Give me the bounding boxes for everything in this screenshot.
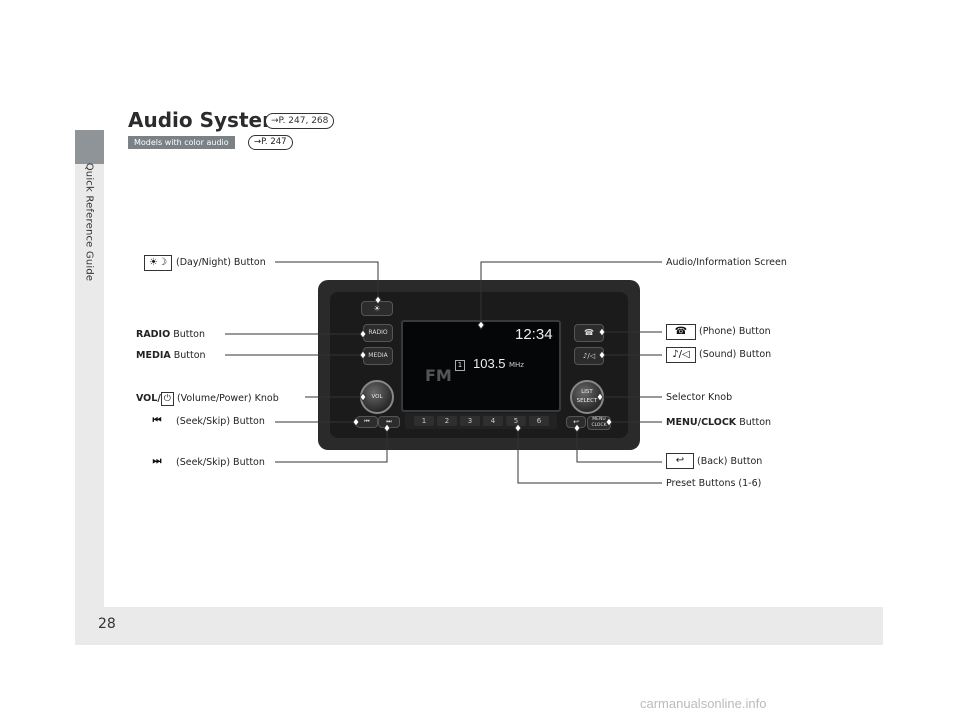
- preset-button-5[interactable]: 5: [506, 416, 526, 426]
- media-callout-rest: Button: [170, 350, 206, 361]
- back-icon: ↩: [666, 453, 694, 469]
- presets-label: Preset Buttons (1-6): [666, 478, 762, 489]
- preset-button-3[interactable]: 3: [460, 416, 480, 426]
- selector-knob-label: Selector Knob: [666, 392, 733, 403]
- preset-button-2[interactable]: 2: [437, 416, 457, 426]
- watermark: carmanualsonline.info: [640, 696, 767, 711]
- day-night-icon: ☀☽: [144, 255, 172, 271]
- screen-channel: 1: [455, 360, 465, 371]
- radio-callout-bold: RADIO: [136, 329, 171, 340]
- title-page-ref[interactable]: →P. 247, 268: [265, 113, 335, 129]
- menu-clock-button[interactable]: MENU CLOCK: [587, 416, 611, 430]
- seek-back-icon: ⏮: [144, 414, 170, 428]
- day-night-label: (Day/Night) Button: [176, 257, 266, 268]
- volume-knob-label: VOL: [371, 394, 383, 400]
- media-callout-bold: MEDIA: [136, 350, 171, 361]
- sound-icon: ♪/◁: [666, 347, 696, 363]
- menu-clock-callout-bold: MENU/CLOCK: [666, 417, 737, 428]
- preset-button-1[interactable]: 1: [414, 416, 434, 426]
- volume-callout-bold: VOL/: [136, 393, 161, 404]
- seek-forward-icon: ⏭: [144, 455, 170, 469]
- seek-forward-label: (Seek/Skip) Button: [176, 457, 265, 468]
- sidebar-tab: [75, 130, 104, 164]
- audio-screen-label: Audio/Information Screen: [666, 257, 787, 268]
- volume-callout-rest: (Volume/Power) Knob: [173, 393, 279, 404]
- selector-knob-label: LIST SELECT: [576, 389, 598, 404]
- back-label: (Back) Button: [697, 456, 763, 467]
- preset-button-4[interactable]: 4: [483, 416, 503, 426]
- phone-icon: ☎: [666, 324, 696, 340]
- radio-callout-rest: Button: [170, 329, 206, 340]
- sound-label: (Sound) Button: [699, 349, 772, 360]
- radio-callout: RADIO Button: [136, 329, 205, 341]
- sound-button[interactable]: ♪/◁: [574, 347, 604, 365]
- audio-screen: 12:34 103.5 MHz FM 1: [401, 320, 561, 412]
- media-callout: MEDIA Button: [136, 350, 206, 362]
- power-icon: ⏻: [160, 392, 174, 406]
- preset-button-6[interactable]: 6: [529, 416, 549, 426]
- screen-band: FM: [425, 366, 452, 385]
- menu-clock-callout: MENU/CLOCK Button: [666, 417, 771, 429]
- models-badge: Models with color audio: [128, 136, 235, 149]
- screen-frequency-unit: MHz: [509, 361, 524, 369]
- screen-time: 12:34: [515, 326, 553, 343]
- seek-back-label: (Seek/Skip) Button: [176, 416, 265, 427]
- models-page-ref[interactable]: →P. 247: [248, 135, 293, 150]
- volume-callout: VOL/⏻ (Volume/Power) Knob: [136, 392, 279, 406]
- menu-clock-callout-rest: Button: [736, 417, 772, 428]
- page-title: Audio System: [128, 108, 283, 132]
- page-number: 28: [98, 616, 116, 632]
- screen-frequency: 103.5: [473, 356, 506, 371]
- phone-label: (Phone) Button: [699, 326, 771, 337]
